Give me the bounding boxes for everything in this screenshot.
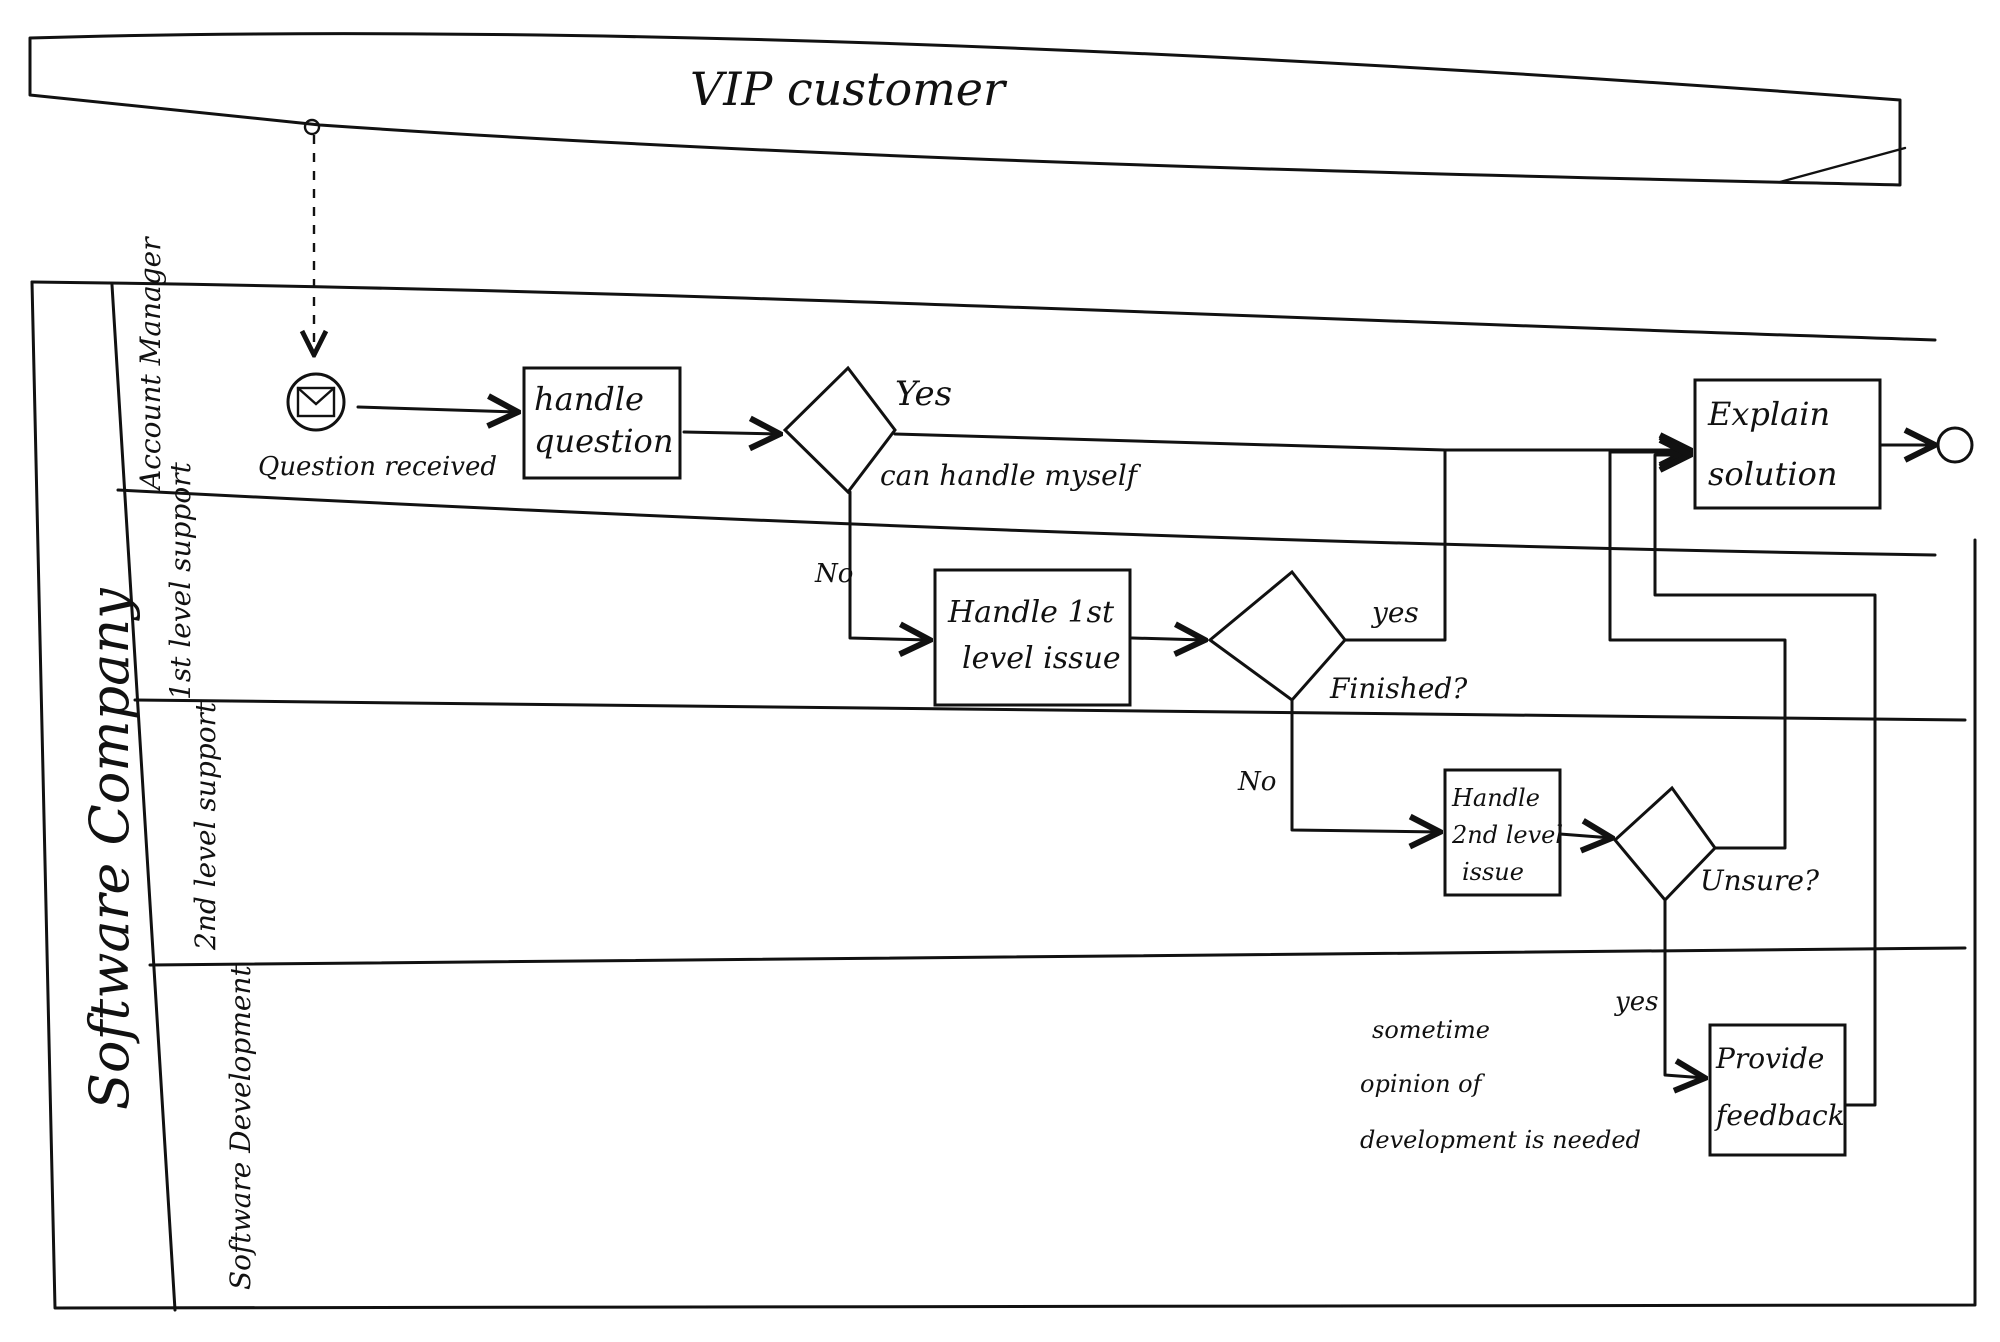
- flow-label-yes-2: yes: [1370, 596, 1419, 629]
- message-flow-origin: [303, 118, 321, 136]
- gateway-can-handle-myself: [782, 365, 897, 495]
- task-first-level-label-1: Handle 1st: [947, 595, 1115, 630]
- flow-label-no-2: No: [1237, 767, 1276, 797]
- task-handle-question-label-2: question: [534, 422, 673, 460]
- lane-label-first-level: 1st level support: [164, 461, 197, 700]
- gateway-finished: [1207, 569, 1347, 703]
- task-handle-question: [522, 366, 682, 480]
- start-event-label: Question received: [258, 452, 497, 482]
- customer-pool-label: VIP customer: [690, 62, 1008, 116]
- task-explain-label-2: solution: [1708, 455, 1838, 493]
- task-second-level-label-2: 2nd level: [1451, 821, 1563, 849]
- task-provide-feedback: [1708, 1023, 1847, 1157]
- annotation-line-1: sometime: [1372, 1016, 1490, 1044]
- task-first-level-label-2: level issue: [962, 641, 1121, 676]
- company-pool-label: Software Company: [78, 587, 141, 1110]
- task-explain-solution: [1693, 378, 1882, 510]
- flow-label-yes-1: Yes: [895, 374, 952, 414]
- annotation-line-2: opinion of: [1360, 1070, 1486, 1098]
- task-handle-first-level: [933, 568, 1132, 707]
- end-event: [1936, 426, 1974, 464]
- lane-divider-3: [148, 946, 1967, 967]
- task-handle-question-label-1: handle: [534, 380, 644, 418]
- gateway-3-label: Unsure?: [1700, 864, 1820, 897]
- text-annotation: sometime opinion of development is neede…: [1360, 1016, 1641, 1154]
- start-event-message: [286, 372, 346, 432]
- task-handle-second-level: [1443, 768, 1562, 897]
- annotation-line-3: development is needed: [1360, 1126, 1641, 1154]
- customer-pool: VIP customer: [28, 32, 1907, 187]
- task-second-level-label-1: Handle: [1451, 784, 1540, 812]
- lane-label-account-manager: Account Manager: [134, 236, 167, 493]
- lane-label-development: Software Development: [224, 965, 257, 1290]
- sequence-flows: [356, 407, 1935, 1107]
- company-pool: Software Company Account Manager 1st lev…: [30, 236, 1977, 1312]
- gateway-1-label: can handle myself: [880, 459, 1142, 492]
- flow-label-yes-3: yes: [1614, 987, 1658, 1017]
- lane-label-second-level: 2nd level support: [189, 701, 222, 951]
- task-second-level-label-3: issue: [1462, 858, 1524, 886]
- task-feedback-label-2: feedback: [1714, 1099, 1845, 1132]
- flow-label-no-1: No: [814, 559, 853, 589]
- lane-divider-1: [116, 488, 1937, 557]
- task-feedback-label-1: Provide: [1715, 1042, 1824, 1075]
- task-explain-label-1: Explain: [1707, 395, 1830, 433]
- gateway-2-label: Finished?: [1329, 672, 1468, 705]
